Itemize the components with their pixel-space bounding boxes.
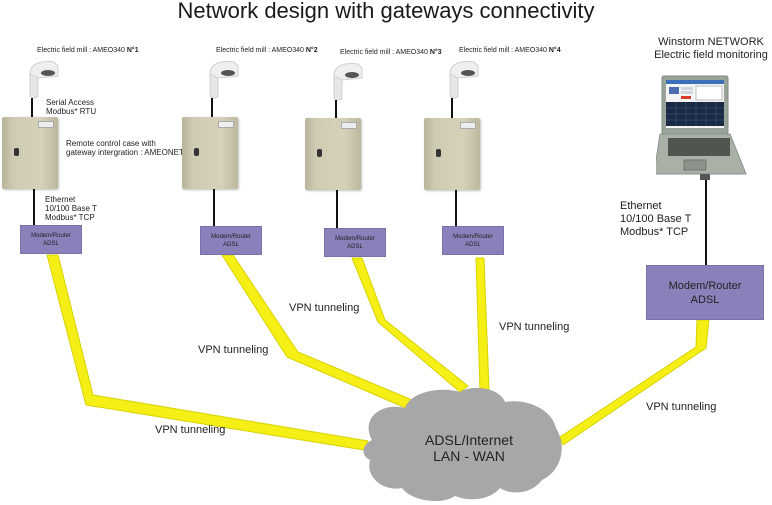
field-mill-sensor-icon — [333, 63, 363, 101]
modem-router-site-1: Modem/Router ADSL — [20, 225, 82, 254]
case-lock-icon — [436, 149, 441, 157]
field-mill-sensor-icon — [209, 61, 239, 99]
mill-number-3: N°3 — [429, 49, 442, 56]
vpn-tunnel-site-1 — [46, 254, 369, 451]
internet-cloud — [363, 387, 562, 502]
remote-control-case-3 — [305, 118, 361, 190]
wire-sensor-1 — [31, 98, 33, 118]
modem-router-site-2: Modem/Router ADSL — [200, 226, 262, 255]
case-lock-icon — [317, 149, 322, 157]
diagram-title: Network design with gateways connectivit… — [177, 0, 595, 23]
wire-sensor-4 — [451, 98, 453, 118]
remote-control-case-1 — [2, 117, 58, 189]
vpn-tunnel-site-2 — [221, 254, 413, 409]
wire-ethernet-3 — [336, 190, 338, 228]
wire-ethernet-4 — [455, 190, 457, 227]
wire-sensor-3 — [335, 100, 337, 118]
modem-router-site-4: Modem/Router ADSL — [442, 226, 504, 255]
serial-access-note: Serial Access Modbus* RTU — [46, 98, 97, 116]
ethernet-note-monitoring: Ethernet 10/100 Base T Modbus* TCP — [620, 200, 692, 238]
mill-label-4: Electric field mill : AMEO340 N°4 — [459, 47, 561, 54]
wire-ethernet-2 — [213, 189, 215, 227]
modem-router-site-3: Modem/Router ADSL — [324, 228, 386, 257]
case-lock-icon — [194, 148, 199, 156]
mill-label-2: Electric field mill : AMEO340 N°2 — [216, 47, 318, 54]
vpn-tunnel-site-3 — [351, 257, 469, 393]
mill-label-3: Electric field mill : AMEO340 N°3 — [340, 49, 442, 56]
vpn-tunnel-site-4 — [475, 257, 490, 392]
mill-number-2: N°2 — [305, 47, 318, 54]
field-mill-sensor-icon — [29, 61, 59, 99]
remote-control-case-4 — [424, 118, 480, 190]
vpn-label-site-3: VPN tunneling — [289, 302, 360, 314]
remote-case-note: Remote control case with gateway intergr… — [66, 139, 184, 157]
wire-sensor-2 — [211, 98, 213, 118]
wire-ethernet-monitoring — [705, 180, 707, 266]
vpn-label-monitoring: VPN tunneling — [646, 401, 717, 413]
mill-number-1: N°1 — [126, 47, 139, 54]
vpn-tunnel-monitoring — [559, 319, 710, 446]
vpn-label-site-4: VPN tunneling — [499, 321, 570, 333]
modem-router-monitoring: Modem/Router ADSL — [646, 265, 764, 320]
vpn-label-site-2: VPN tunneling — [198, 344, 269, 356]
cloud-label-line1: ADSL/Internet — [425, 432, 513, 448]
mill-number-4: N°4 — [548, 47, 561, 54]
ethernet-note-site-1: Ethernet 10/100 Base T Modbus* TCP — [45, 195, 97, 222]
case-lock-icon — [14, 148, 19, 156]
vpn-label-site-1: VPN tunneling — [155, 424, 226, 436]
cloud-label: ADSL/Internet LAN - WAN — [415, 432, 523, 464]
mill-label-1: Electric field mill : AMEO340 N°1 — [37, 47, 139, 54]
remote-control-case-2 — [182, 117, 238, 189]
laptop-icon — [656, 75, 747, 180]
wire-ethernet-1 — [33, 189, 35, 226]
monitoring-title: Winstorm NETWORK Electric field monitori… — [654, 36, 768, 61]
field-mill-sensor-icon — [449, 61, 479, 99]
cloud-label-line2: LAN - WAN — [433, 448, 505, 464]
